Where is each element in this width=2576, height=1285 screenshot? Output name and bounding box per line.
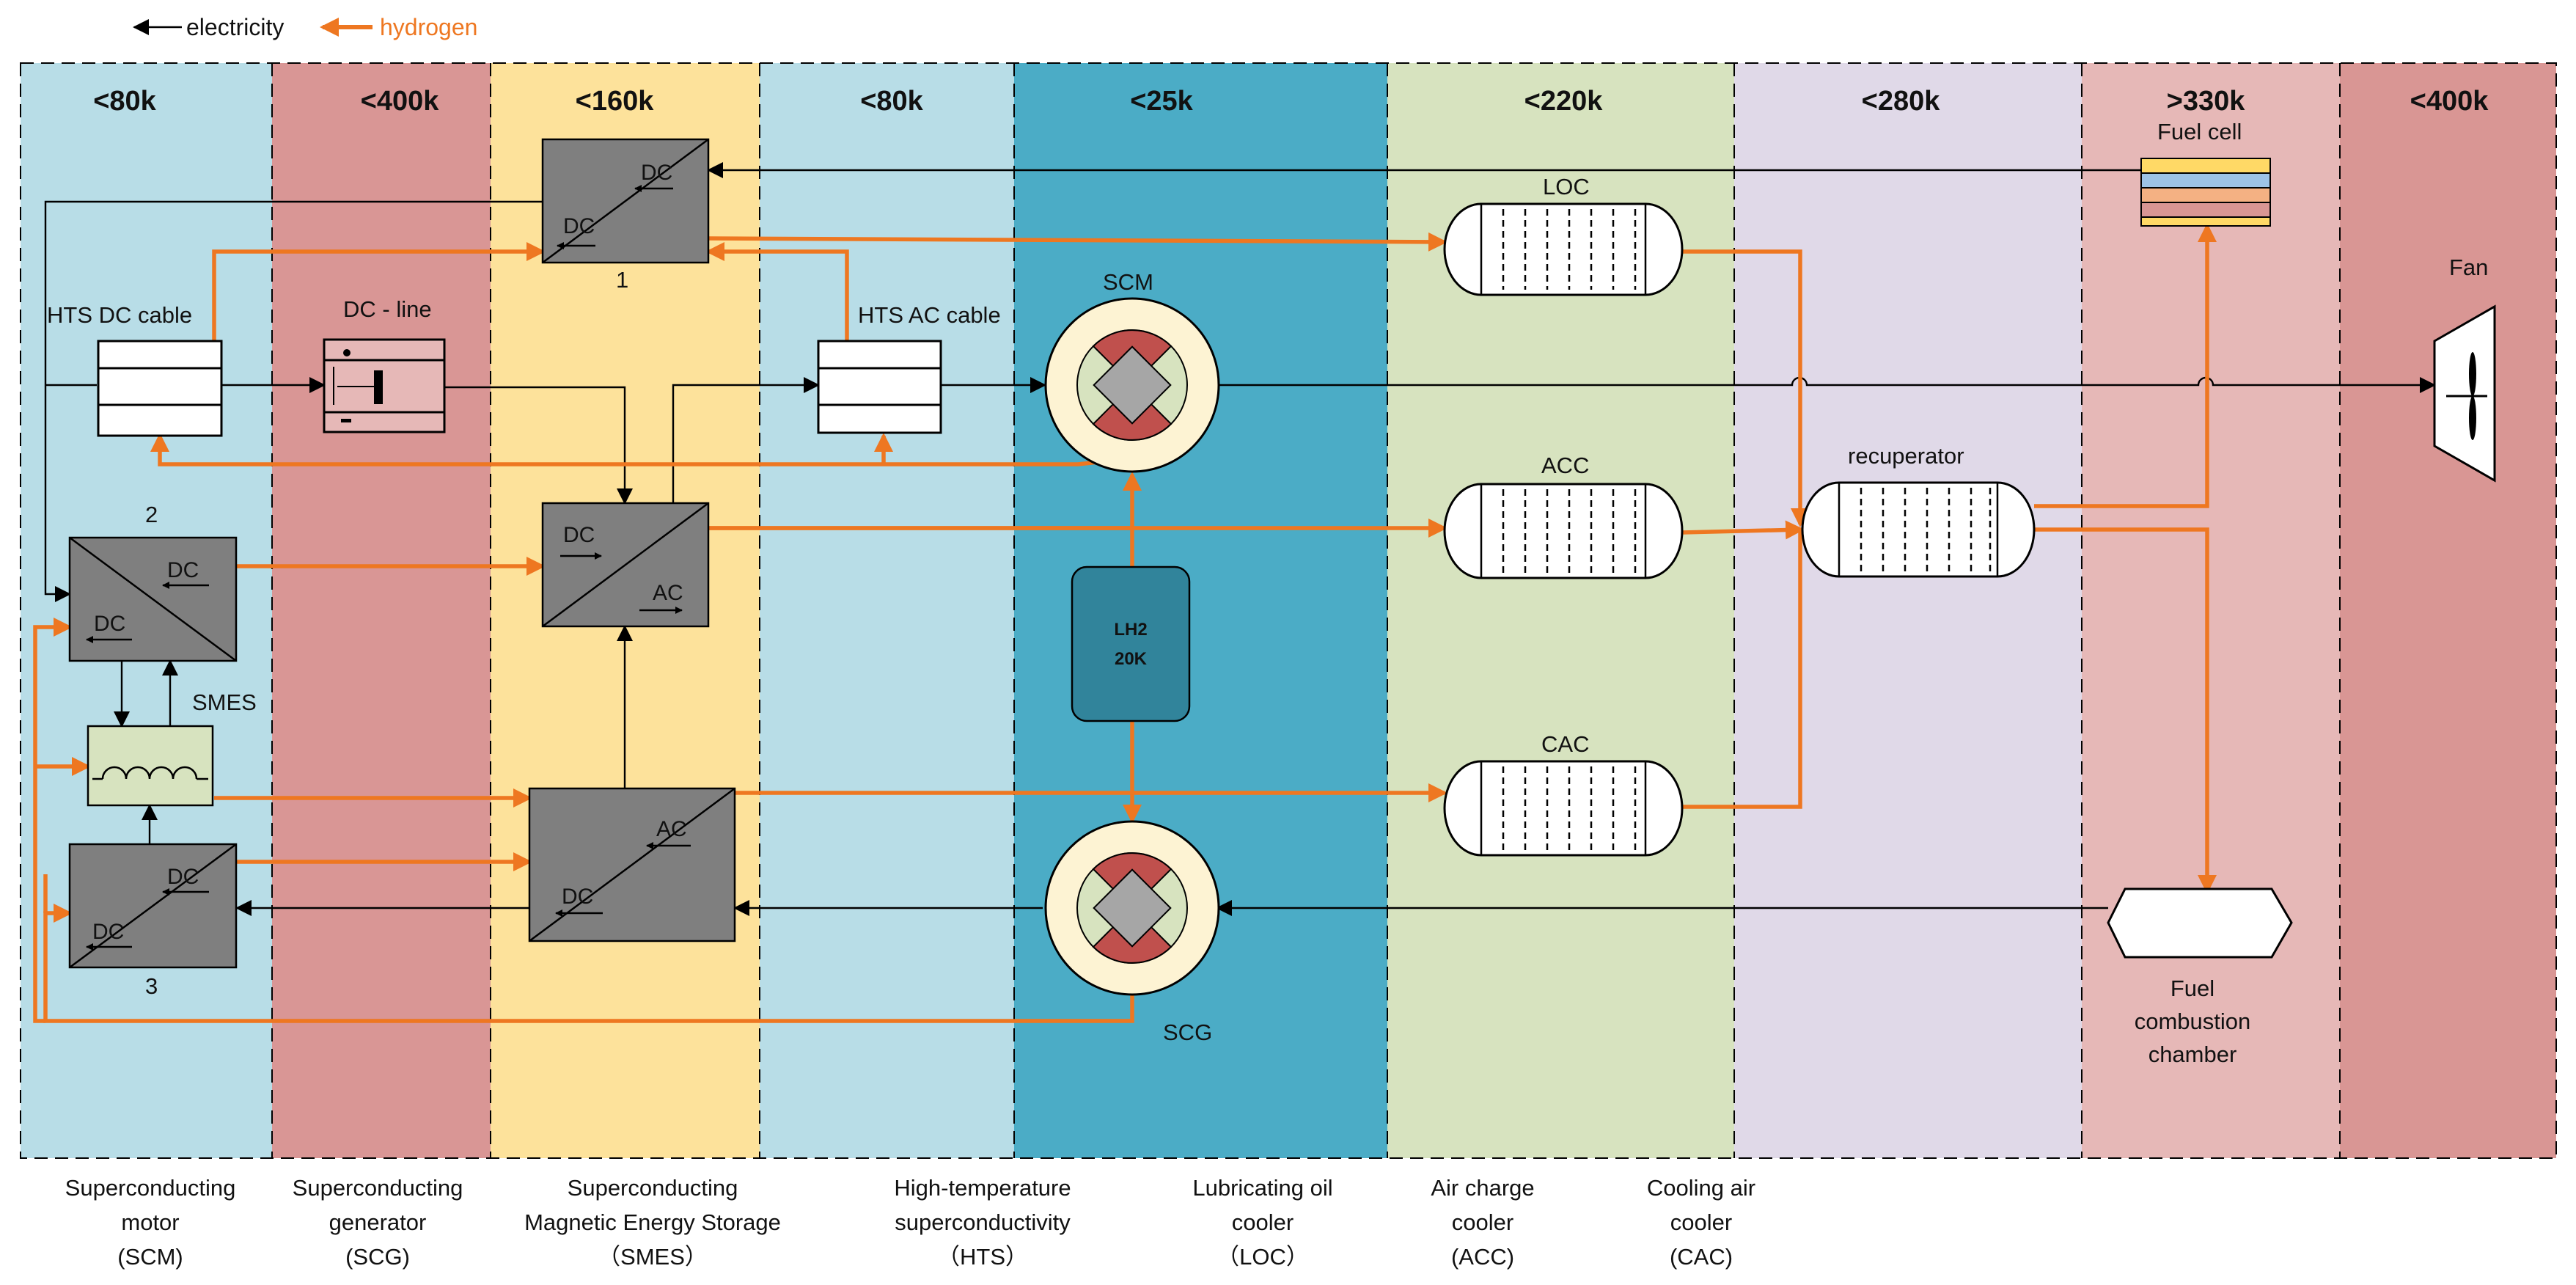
loc-cooler: LOC bbox=[1443, 174, 1684, 296]
converter-1-number: 1 bbox=[616, 267, 628, 293]
footnote-cac-3: (CAC) bbox=[1670, 1244, 1733, 1270]
conv3-dc-top: DC bbox=[167, 865, 199, 889]
footnote-scg-3: (SCG) bbox=[345, 1244, 410, 1270]
conv5-ac: AC bbox=[656, 817, 687, 841]
zone-temp-6: <220k bbox=[1524, 86, 1604, 117]
combustion-label-3: chamber bbox=[2148, 1041, 2237, 1067]
footnote-acc-2: cooler bbox=[1452, 1209, 1513, 1235]
fuel-cell-label: Fuel cell bbox=[2157, 119, 2242, 144]
footnote-loc-1: Lubricating oil bbox=[1192, 1175, 1332, 1201]
fan: Fan bbox=[2433, 255, 2496, 483]
zone-temp-4: <80k bbox=[860, 86, 923, 117]
zone-temp-9: <400k bbox=[2410, 86, 2489, 117]
conv3-dc-bottom: DC bbox=[92, 920, 124, 944]
footnote-hts-3: （HTS） bbox=[937, 1244, 1028, 1270]
zone-temp-5: <25k bbox=[1130, 86, 1193, 117]
footnote-cac-2: cooler bbox=[1670, 1209, 1732, 1235]
footnote-cac-1: Cooling air bbox=[1647, 1175, 1755, 1201]
converter-2: DC DC 2 bbox=[68, 502, 238, 662]
dc-line-label: DC - line bbox=[343, 296, 432, 322]
scm-motor: SCM bbox=[1044, 269, 1220, 473]
footnote-smes-2: Magnetic Energy Storage bbox=[524, 1209, 781, 1235]
lh2-temp: 20K bbox=[1115, 649, 1148, 669]
combustion-label-1: Fuel bbox=[2170, 975, 2214, 1001]
footnote-hts-2: superconductivity bbox=[895, 1209, 1071, 1235]
legend: electricity hydrogen bbox=[133, 14, 477, 40]
converter-3: DC DC 3 bbox=[68, 843, 238, 999]
recuperator-label: recuperator bbox=[1848, 443, 1964, 469]
scg-label: SCG bbox=[1163, 1019, 1212, 1045]
zone-fan bbox=[2340, 63, 2556, 1158]
legend-hydrogen-label: hydrogen bbox=[380, 14, 477, 40]
acc-label: ACC bbox=[1541, 453, 1589, 478]
lh2-tank: LH2 20K bbox=[1071, 565, 1191, 722]
zone-fuel-cell bbox=[2082, 63, 2340, 1158]
lh2-label: LH2 bbox=[1114, 620, 1147, 640]
converter-4: DC AC bbox=[541, 502, 710, 628]
zone-temp-7: <280k bbox=[1862, 86, 1941, 117]
footnote-smes-1: Superconducting bbox=[568, 1175, 738, 1201]
zone-loc bbox=[1014, 63, 1387, 1158]
footnote-loc-2: cooler bbox=[1232, 1209, 1293, 1235]
smes-coil: SMES bbox=[87, 689, 257, 807]
zone-scg bbox=[272, 63, 491, 1158]
conv5-dc: DC bbox=[562, 885, 593, 909]
converter-3-number: 3 bbox=[145, 973, 158, 999]
conv1-dc-top: DC bbox=[641, 161, 672, 185]
footnote-scm-3: (SCM) bbox=[117, 1244, 183, 1270]
fuel-combustion-chamber: Fuel combustion chamber bbox=[2107, 887, 2293, 1067]
cac-label: CAC bbox=[1541, 731, 1589, 757]
zone-temp-2: <400k bbox=[361, 86, 440, 117]
hts-dc-cable: HTS DC cable bbox=[47, 302, 223, 437]
conv2-dc-top: DC bbox=[167, 558, 199, 582]
footnote-scm-2: motor bbox=[121, 1209, 179, 1235]
conv4-dc: DC bbox=[563, 523, 595, 547]
footnote-scm-1: Superconducting bbox=[65, 1175, 236, 1201]
zone-temp-1: <80k bbox=[93, 86, 156, 117]
recuperator: recuperator bbox=[1801, 443, 2036, 578]
zone-temp-8: >330k bbox=[2167, 86, 2246, 117]
smes-label: SMES bbox=[192, 689, 257, 715]
acc-cooler: ACC bbox=[1443, 453, 1684, 579]
hts-ac-cable-label: HTS AC cable bbox=[858, 302, 1001, 328]
combustion-label-2: combustion bbox=[2135, 1008, 2251, 1034]
footnote-smes-3: （SMES） bbox=[598, 1244, 708, 1270]
conv1-dc-bottom: DC bbox=[563, 214, 595, 238]
conv2-dc-bottom: DC bbox=[94, 612, 125, 636]
zone-cac bbox=[1734, 63, 2082, 1158]
hts-ac-cable: HTS AC cable bbox=[817, 302, 1001, 434]
zone-hts bbox=[760, 63, 1014, 1158]
footnote-acc-1: Air charge bbox=[1431, 1175, 1534, 1201]
footnote-loc-3: （LOC） bbox=[1217, 1244, 1309, 1270]
footnote-scg-1: Superconducting bbox=[293, 1175, 463, 1201]
fan-label: Fan bbox=[2449, 255, 2488, 280]
footnote-hts-1: High-temperature bbox=[894, 1175, 1071, 1201]
converter-1: DC DC 1 bbox=[541, 138, 710, 293]
hts-dc-cable-label: HTS DC cable bbox=[47, 302, 192, 328]
converter-2-number: 2 bbox=[145, 502, 158, 527]
zone-temp-3: <160k bbox=[576, 86, 655, 117]
fuel-cell: Fuel cell bbox=[2140, 119, 2271, 227]
legend-electricity-label: electricity bbox=[186, 14, 284, 40]
footnote-acc-3: (ACC) bbox=[1451, 1244, 1514, 1270]
conv4-ac: AC bbox=[653, 581, 683, 605]
dc-line: DC - line bbox=[323, 296, 446, 433]
loc-label: LOC bbox=[1543, 174, 1590, 199]
scg-generator: SCG bbox=[1044, 820, 1220, 1045]
scm-label: SCM bbox=[1103, 269, 1153, 295]
converter-5: AC DC bbox=[528, 787, 736, 942]
cac-cooler: CAC bbox=[1443, 731, 1684, 857]
footnote-scg-2: generator bbox=[329, 1209, 427, 1235]
hydrogen-lines bbox=[33, 223, 2217, 1023]
footnotes: Superconducting motor (SCM) Superconduct… bbox=[65, 1175, 1755, 1270]
